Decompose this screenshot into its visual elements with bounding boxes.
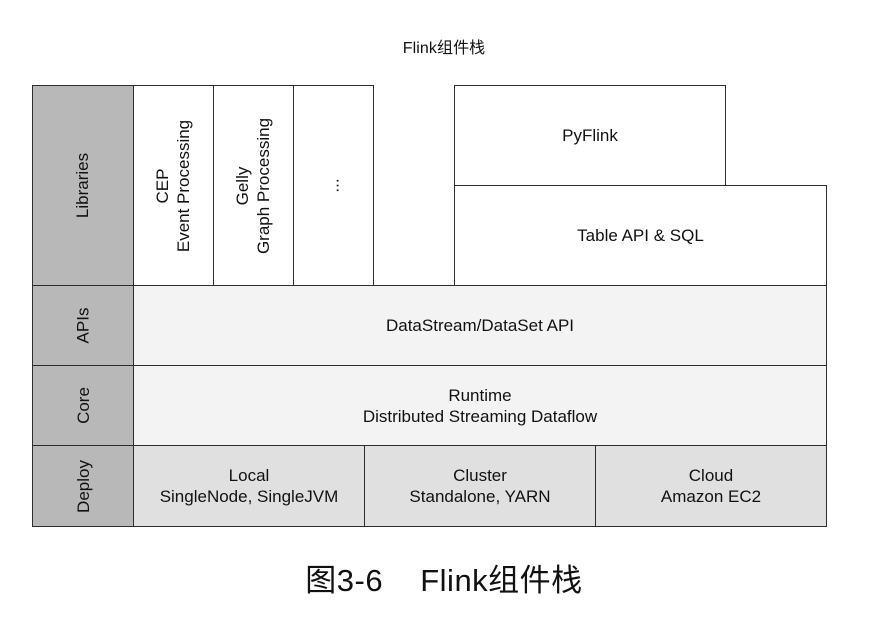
layer-label-deploy: Deploy	[32, 445, 134, 527]
runtime-text: Runtime Distributed Streaming Dataflow	[363, 385, 597, 427]
deploy-cloud-description: Amazon EC2	[660, 487, 762, 506]
figure-number: 图3-6	[305, 563, 384, 598]
layer-label-core-text: Core	[73, 387, 93, 424]
layer-label-apis: APIs	[32, 285, 134, 366]
datastream-api-box: DataStream/DataSet API	[133, 285, 827, 366]
deploy-cloud-title: Cloud	[688, 466, 734, 485]
table-api-box: Table API & SQL	[454, 185, 827, 286]
library-gelly-description: Graph Processing	[254, 117, 274, 254]
deploy-local-title: Local	[228, 466, 270, 485]
layer-label-libraries-text: Libraries	[73, 152, 93, 219]
deploy-local-text: Local SingleNode, SingleJVM	[160, 465, 339, 507]
figure-caption: 图3-6 Flink组件栈	[0, 555, 888, 600]
pyflink-label: PyFlink	[562, 126, 618, 145]
library-cep-name: CEP	[153, 168, 173, 203]
pyflink-box: PyFlink	[454, 85, 726, 186]
deploy-cluster-text: Cluster Standalone, YARN	[409, 465, 550, 507]
figure-caption-text: Flink组件栈	[420, 563, 583, 598]
library-gelly: Gelly Graph Processing	[213, 85, 294, 286]
runtime-title: Runtime	[448, 385, 512, 405]
datastream-api-label: DataStream/DataSet API	[385, 316, 575, 335]
library-more-text: ...	[323, 178, 343, 193]
deploy-cloud-text: Cloud Amazon EC2	[661, 465, 761, 507]
library-gelly-name: Gelly	[233, 166, 253, 205]
library-gelly-text: Gelly Graph Processing	[233, 117, 275, 253]
library-cep-description: Event Processing	[174, 119, 194, 252]
deploy-cloud-box: Cloud Amazon EC2	[595, 445, 827, 527]
deploy-cluster-description: Standalone, YARN	[409, 487, 551, 506]
deploy-cluster-box: Cluster Standalone, YARN	[364, 445, 596, 527]
deploy-local-box: Local SingleNode, SingleJVM	[133, 445, 365, 527]
library-cep: CEP Event Processing	[133, 85, 214, 286]
layer-label-core: Core	[32, 365, 134, 446]
deploy-local-description: SingleNode, SingleJVM	[159, 487, 339, 506]
layer-label-libraries: Libraries	[32, 85, 134, 286]
layer-label-apis-text: APIs	[73, 307, 93, 344]
runtime-description: Distributed Streaming Dataflow	[362, 406, 598, 426]
library-more: ...	[293, 85, 374, 286]
layer-label-deploy-text: Deploy	[73, 459, 93, 513]
deploy-cluster-title: Cluster	[453, 466, 507, 485]
library-cep-text: CEP Event Processing	[153, 119, 195, 251]
runtime-box: Runtime Distributed Streaming Dataflow	[133, 365, 827, 446]
diagram-title: Flink组件栈	[402, 40, 486, 57]
table-api-label: Table API & SQL	[577, 226, 704, 245]
